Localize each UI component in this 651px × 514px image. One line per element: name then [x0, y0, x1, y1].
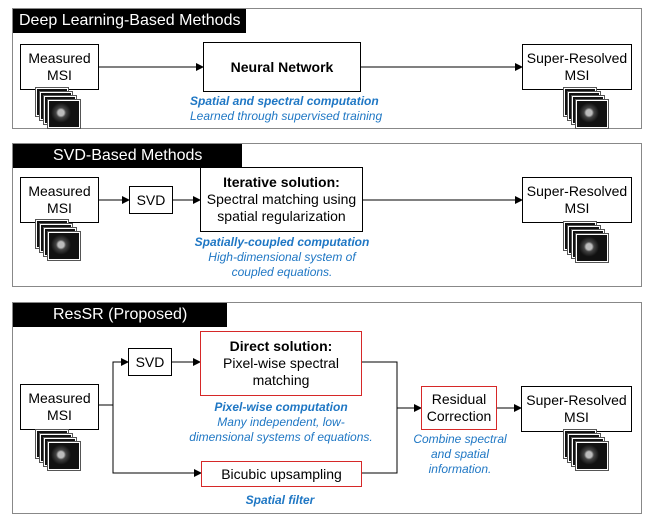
neural-network-box: Neural Network	[203, 42, 361, 92]
output-image-stack	[564, 222, 610, 262]
panel-title: ResSR (Proposed)	[13, 303, 228, 327]
arrow	[99, 358, 129, 406]
input-image-stack	[36, 88, 82, 128]
svd-box: SVD	[129, 186, 173, 214]
caption-computation: Spatial and spectral computation Learned…	[190, 94, 383, 123]
caption-pixel-wise: Pixel-wise computation Many independent,…	[189, 400, 373, 444]
panel-title: SVD-Based Methods	[13, 144, 243, 168]
panel-title: Deep Learning-Based Methods	[13, 9, 247, 33]
output-image-stack	[564, 430, 610, 470]
caption-spatial-filter: Spatial filter	[245, 493, 315, 507]
input-image-stack	[36, 430, 82, 470]
input-image-stack	[36, 220, 82, 260]
arrow	[362, 361, 422, 412]
caption-spatially-coupled: Spatially-coupled computation High-dimen…	[194, 235, 370, 279]
iterative-solution-box: Iterative solution:Spectral matching usi…	[200, 167, 363, 232]
arrow	[112, 405, 202, 477]
svd-box: SVD	[128, 348, 172, 376]
arrow	[362, 408, 398, 474]
output-image-stack	[564, 88, 610, 128]
caption-combine: Combine spectral and spatial information…	[413, 432, 507, 476]
bicubic-upsampling-box: Bicubic upsampling	[201, 461, 362, 487]
